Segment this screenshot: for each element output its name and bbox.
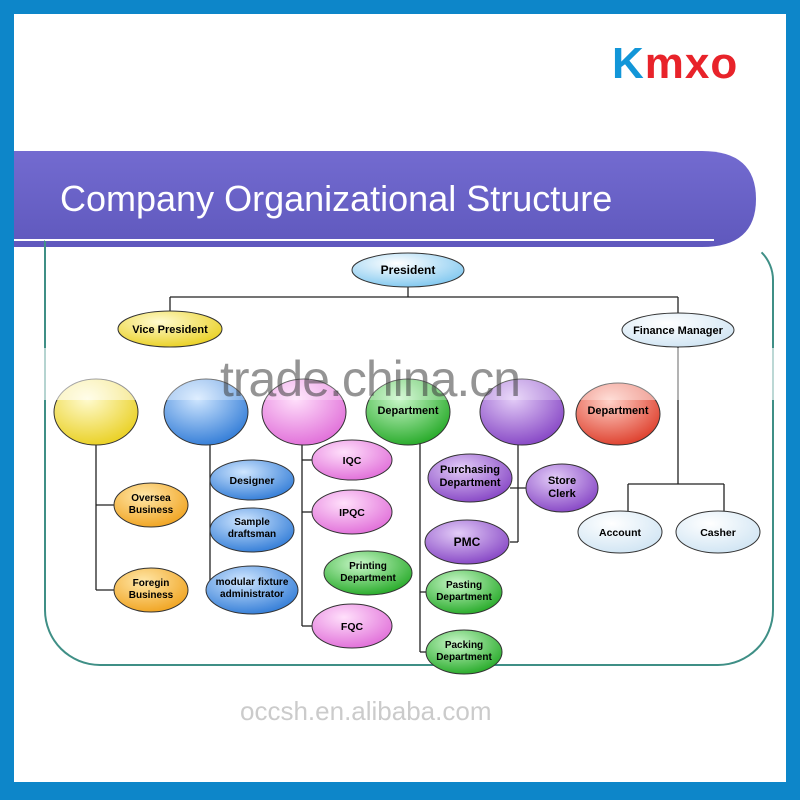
finance-manager-label: Finance Manager [633,325,724,337]
president-label: President [381,263,436,277]
printing-department-node: Printing Department [323,550,413,596]
department-green-label: Department [377,405,438,417]
vice-president-node: Vice President [117,310,223,348]
svg-text:Department: Department [439,477,500,489]
svg-text:Designer: Designer [230,475,275,487]
modular-fixture-administrator-node: modular fixture administrator [205,565,299,615]
svg-text:administrator: administrator [220,589,284,600]
org-chart: President Vice President Finance Manager… [53,252,761,675]
svg-text:Foregin: Foregin [133,578,170,589]
svg-text:Casher: Casher [700,527,736,539]
svg-text:Business: Business [129,590,174,601]
page-title: Company Organizational Structure [60,178,613,219]
svg-text:FQC: FQC [341,621,364,633]
svg-text:draftsman: draftsman [228,529,276,540]
title-banner [14,151,756,247]
svg-text:Account: Account [599,527,642,539]
oversea-business-node: Oversea Business [113,482,189,528]
svg-text:Department: Department [340,573,396,584]
svg-text:PMC: PMC [454,535,481,549]
foregin-business-node: Foregin Business [113,567,189,613]
casher-node: Casher [675,510,761,554]
svg-text:Purchasing: Purchasing [440,464,500,476]
svg-text:Pasting: Pasting [446,580,482,591]
sample-draftsman-node: Sample draftsman [209,507,295,553]
svg-text:Printing: Printing [349,561,387,572]
svg-text:Store: Store [548,475,576,487]
watermark-alibaba: occsh.en.alibaba.com [240,696,492,726]
vice-president-label: Vice President [132,324,208,336]
pmc-node: PMC [424,519,510,565]
svg-text:IQC: IQC [343,455,362,467]
connector-lines [95,286,725,653]
svg-text:modular fixture: modular fixture [216,577,289,588]
svg-text:Clerk: Clerk [548,488,576,500]
watermark-trade-china: trade.china.cn [220,351,521,407]
store-clerk-node: Store Clerk [525,463,599,513]
iqc-node: IQC [311,439,393,481]
president-node: President [351,252,465,288]
svg-text:Sample: Sample [234,517,270,528]
svg-text:IPQC: IPQC [339,507,365,519]
svg-text:Department: Department [436,652,492,663]
finance-manager-node: Finance Manager [621,312,735,348]
fqc-node: FQC [311,603,393,649]
chart-frame [44,240,774,666]
svg-text:Department: Department [436,592,492,603]
watermark-band [14,348,786,400]
svg-text:Oversea: Oversea [131,493,171,504]
purchasing-department-node: Purchasing Department [427,453,513,503]
svg-text:Business: Business [129,505,174,516]
account-node: Account [577,510,663,554]
kmxo-logo: Kmxo [612,39,739,88]
department-red-label: Department [587,405,648,417]
designer-node: Designer [209,459,295,501]
pasting-department-node: Pasting Department [425,569,503,615]
ipqc-node: IPQC [311,489,393,535]
canvas: Kmxo Company Organizational Structure [14,14,786,782]
packing-department-node: Packing Department [425,629,503,675]
svg-text:Packing: Packing [445,640,483,651]
